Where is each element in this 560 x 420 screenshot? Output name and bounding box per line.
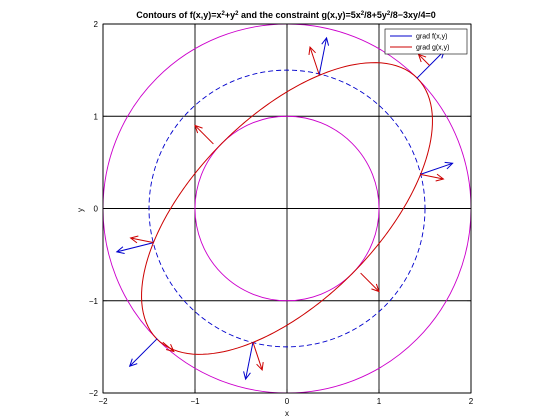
legend-label-grad-f: grad f(x,y) xyxy=(416,34,448,41)
grad-g-arrow-head xyxy=(256,361,264,372)
y-tick-label: 0 xyxy=(94,205,99,214)
constraint-curve xyxy=(141,62,433,355)
legend-label-grad-g: grad g(x,y) xyxy=(416,45,449,52)
grad-g-arrow xyxy=(417,53,430,66)
grad-f-arrow-shaft xyxy=(116,242,154,253)
gradient-arrows xyxy=(115,36,454,381)
grad-f-arrow-head xyxy=(243,371,251,381)
x-tick-label: 2 xyxy=(469,397,474,406)
y-tick-label: 2 xyxy=(94,20,99,29)
grad-g-arrow-shaft xyxy=(360,272,380,292)
x-axis-label: x xyxy=(285,409,289,418)
grad-g-arrow xyxy=(308,45,320,75)
grad-f-arrow-shaft xyxy=(318,37,328,75)
grad-f-arrow-shaft xyxy=(245,342,254,380)
grad-g-arrow-shaft xyxy=(420,173,444,180)
grad-g-arrow-shaft xyxy=(162,341,175,352)
grad-f-arrow-head xyxy=(128,358,138,368)
grad-g-arrow-head xyxy=(371,283,380,293)
y-tick-label: −1 xyxy=(89,297,99,306)
y-tick-label: −2 xyxy=(89,389,99,398)
contour-circles xyxy=(103,24,471,393)
contour-circle-dashed xyxy=(148,69,426,348)
axis-ticks: −2 −1 0 1 2 −2 −1 0 1 2 xyxy=(89,20,474,406)
grad-g-arrow-shaft xyxy=(252,342,263,371)
grad-g-arrow-shaft xyxy=(130,237,154,244)
grad-g-arrow-shaft xyxy=(309,46,320,75)
legend-box xyxy=(384,28,468,55)
grad-g-arrow-head xyxy=(165,343,175,353)
grad-f-arrow xyxy=(318,36,330,75)
grad-f-arrow-head xyxy=(115,246,125,254)
grad-f-arrow xyxy=(420,161,454,175)
grad-f-arrow xyxy=(128,338,158,368)
grad-g-arrow-shaft xyxy=(418,54,430,66)
grad-g-arrow xyxy=(194,124,214,145)
grad-g-arrow xyxy=(360,272,380,293)
grad-f-arrow-shaft xyxy=(416,50,445,79)
grad-f-arrow xyxy=(243,342,254,381)
grad-g-arrow-head xyxy=(129,235,139,244)
grad-g-arrow xyxy=(420,173,445,182)
x-tick-label: −2 xyxy=(98,397,108,406)
grad-f-arrow-head xyxy=(444,161,454,170)
x-tick-label: 0 xyxy=(285,397,290,406)
x-tick-label: −1 xyxy=(190,397,200,406)
chart-title: Contours of f(x,y)=x2+y2 and the constra… xyxy=(136,10,436,20)
grad-f-arrow xyxy=(115,242,154,254)
grad-g-arrow-head xyxy=(417,53,427,63)
grad-g-arrow xyxy=(129,235,154,244)
y-tick-label: 1 xyxy=(94,112,99,121)
grad-g-arrow-shaft xyxy=(194,125,214,145)
legend: grad f(x,y) grad g(x,y) xyxy=(384,28,468,55)
grad-g-arrow-head xyxy=(435,173,445,182)
constraint-ellipse xyxy=(141,62,433,355)
grad-g-arrow xyxy=(162,341,175,353)
grad-g-arrow xyxy=(252,342,264,372)
contour-circle xyxy=(194,115,380,302)
grad-f-arrow-head xyxy=(321,36,330,46)
grad-g-arrow-head xyxy=(194,124,203,134)
grad-f-arrow-shaft xyxy=(420,162,453,175)
y-axis-label: y xyxy=(76,208,85,212)
grad-f-arrow-shaft xyxy=(129,338,158,367)
grad-g-arrow-head xyxy=(308,45,316,56)
x-tick-label: 1 xyxy=(377,397,382,406)
